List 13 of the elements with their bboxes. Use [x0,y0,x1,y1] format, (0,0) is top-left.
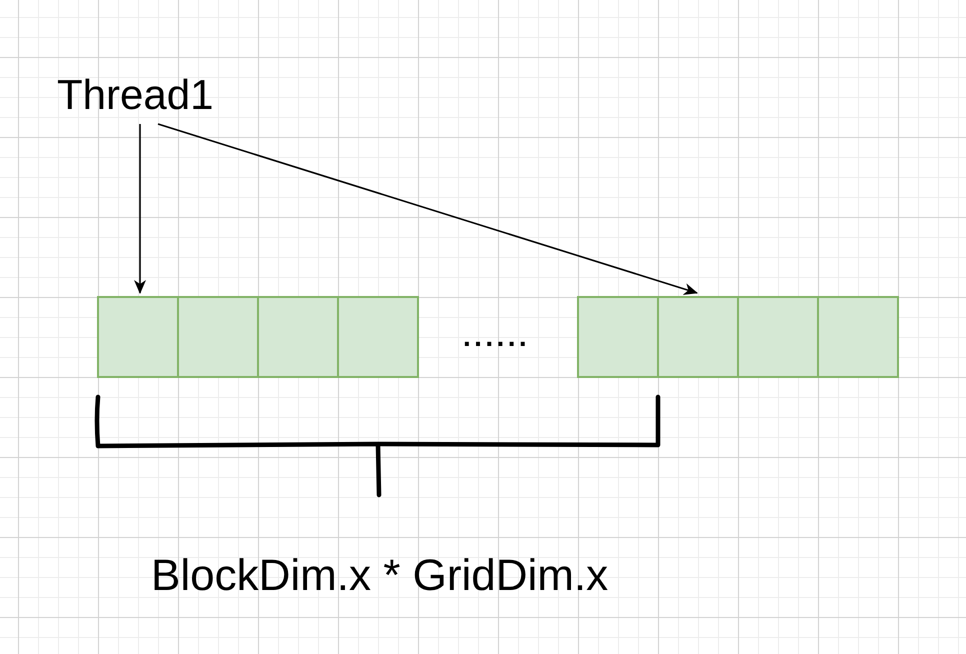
array-cell [97,296,179,378]
array-cell [817,296,899,378]
thread-label: Thread1 [57,74,214,116]
array-cell [737,296,819,378]
bracket-label: BlockDim.x * GridDim.x [151,554,608,598]
ellipsis: ...... [463,323,530,351]
arrow [134,124,146,294]
array-cell [337,296,419,378]
array-cell [577,296,659,378]
array-cell [177,296,259,378]
array-cell [257,296,339,378]
arrow [158,123,698,295]
array-cell [657,296,739,378]
